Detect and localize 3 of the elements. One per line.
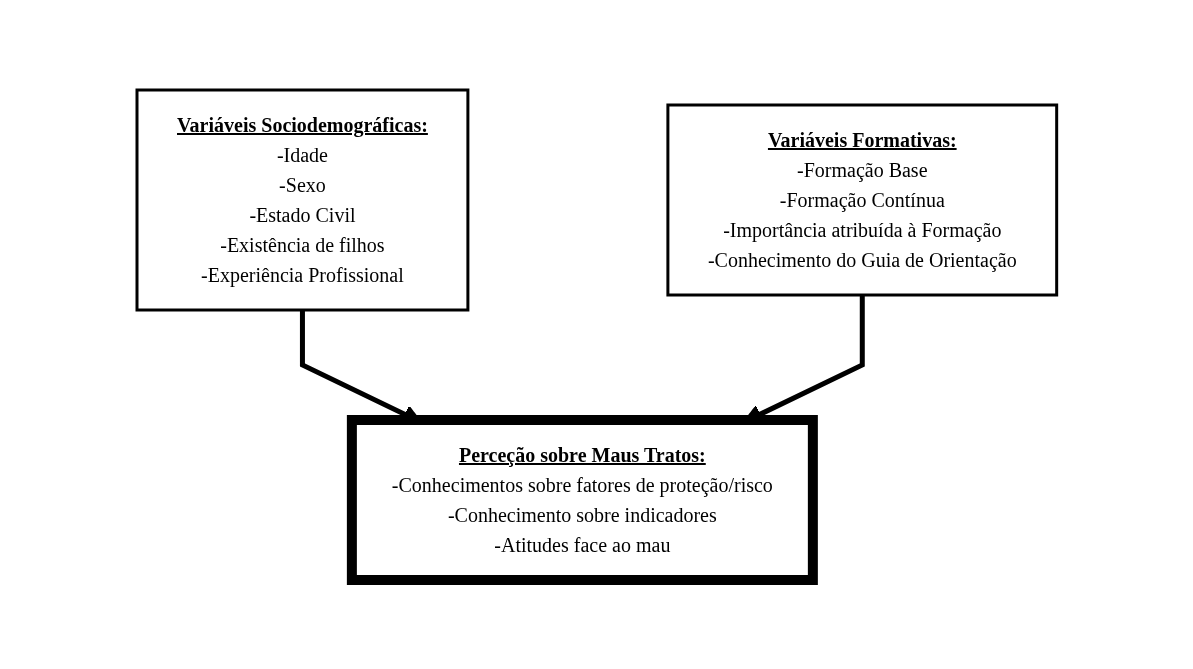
node-box: Variáveis Formativas: -Formação Base -Formação Contínua -Importância atribuída à Formação -Conhecimento do Guia de Orientação <box>666 103 1058 296</box>
node-box: Perceção sobre Maus Tratos: -Conhecimentos sobre fatores de proteção/risco -Conhecimento sobre indicadores -Atitudes face ao mau <box>346 414 818 585</box>
node-box: Variáveis Sociodemográficas: -Idade -Sexo -Estado Civil -Existência de filhos -Experiência Profissional <box>135 88 470 311</box>
